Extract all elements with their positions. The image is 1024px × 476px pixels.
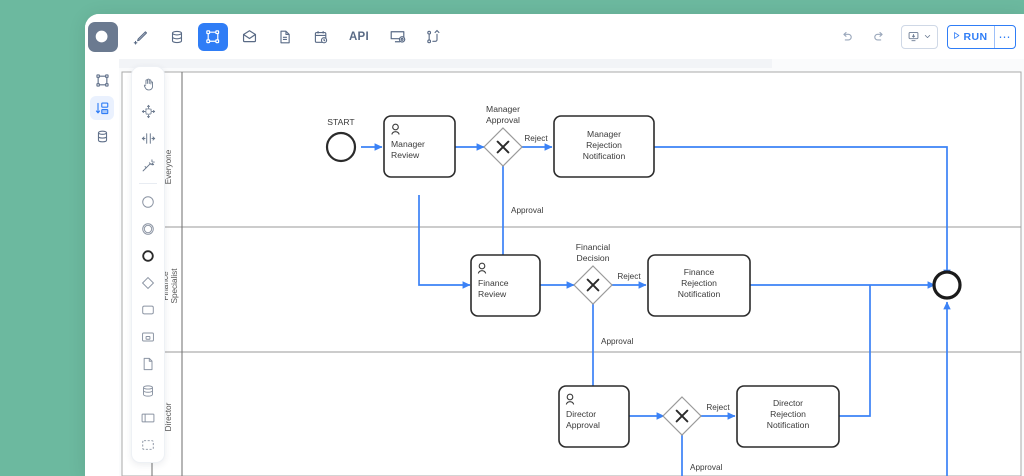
task-manager-rejection-label-2: Rejection xyxy=(586,140,622,150)
task-manager-review: Manager Review xyxy=(383,115,456,178)
start-event-shape[interactable] xyxy=(135,189,161,214)
branch-icon[interactable] xyxy=(418,23,448,51)
app-window: API xyxy=(85,14,1024,476)
task-director-rejection-notification: Director Rejection Notification xyxy=(736,385,840,448)
calendar-clock-icon[interactable] xyxy=(306,23,336,51)
task-director-approval-label-1: Director xyxy=(566,409,596,419)
chevron-down-icon xyxy=(923,28,932,46)
lane-label-director: Director xyxy=(164,402,173,431)
move-select-tool[interactable] xyxy=(135,99,161,124)
data-store-icon[interactable] xyxy=(90,124,114,148)
run-label: RUN xyxy=(963,30,988,43)
run-button[interactable]: RUN ⋯ xyxy=(946,24,1016,49)
end-event xyxy=(932,270,962,300)
gateway-manager-approval-label-1: Manager xyxy=(486,104,520,114)
start-event-label: START xyxy=(327,117,355,127)
task-finance-review-label-2: Review xyxy=(478,289,507,299)
canvas-ruler xyxy=(119,59,772,68)
run-more-button[interactable]: ⋯ xyxy=(993,25,1015,48)
lane-label-finance-2: Specialist xyxy=(170,268,179,304)
intermediate-event-shape[interactable] xyxy=(135,216,161,241)
task-director-approval-label-2: Approval xyxy=(566,420,600,430)
edge-label-finance-reject: Reject xyxy=(617,272,641,281)
task-finance-review: Finance Review xyxy=(470,254,541,317)
toolbar-actions: RUN ⋯ xyxy=(831,24,1016,49)
undo-icon[interactable] xyxy=(835,25,859,49)
subprocess-shape[interactable] xyxy=(135,324,161,349)
edge-label-finance-approval: Approval xyxy=(601,337,633,346)
gateway-shape[interactable] xyxy=(135,270,161,295)
bpmn-diagram[interactable]: Open Current Account Everyone Finance Sp… xyxy=(119,59,1024,476)
task-finance-rejection-label-3: Notification xyxy=(678,289,721,299)
task-director-rejection-label-2: Rejection xyxy=(770,409,806,419)
gateway-financial-decision: Financial Decision xyxy=(573,242,613,305)
app-logo-icon[interactable] xyxy=(88,21,118,52)
redo-icon[interactable] xyxy=(867,25,891,49)
task-manager-rejection-label-3: Notification xyxy=(583,151,626,161)
task-director-approval: Director Approval xyxy=(558,385,630,448)
gateway-manager-approval-label-2: Approval xyxy=(486,115,520,125)
gateway-manager-approval: Manager Approval xyxy=(483,104,523,167)
gateway-financial-decision-label-1: Financial xyxy=(576,242,610,252)
task-finance-rejection-label-1: Finance xyxy=(684,267,715,277)
pen-edit-icon[interactable] xyxy=(126,23,156,51)
magic-wand-tool[interactable] xyxy=(135,153,161,178)
nodes-view-icon[interactable] xyxy=(90,68,114,92)
sort-flow-icon[interactable] xyxy=(90,96,114,120)
play-icon xyxy=(952,31,961,43)
hand-pan-tool[interactable] xyxy=(135,72,161,97)
task-director-rejection-label-1: Director xyxy=(773,398,803,408)
start-event xyxy=(325,131,357,163)
task-manager-review-label-1: Manager xyxy=(391,139,425,149)
task-finance-review-label-1: Finance xyxy=(478,278,509,288)
database-icon[interactable] xyxy=(162,23,192,51)
task-shape[interactable] xyxy=(135,297,161,322)
diagram-canvas[interactable]: Open Current Account Everyone Finance Sp… xyxy=(119,59,1024,476)
edge-label-director-reject: Reject xyxy=(706,403,730,412)
edge-label-manager-reject: Reject xyxy=(524,134,548,143)
lane-label-finance: Finance xyxy=(161,271,170,301)
task-manager-rejection-label-1: Manager xyxy=(587,129,621,139)
data-object-shape[interactable] xyxy=(135,351,161,376)
data-store-shape[interactable] xyxy=(135,378,161,403)
task-finance-rejection-notification: Finance Rejection Notification xyxy=(647,254,751,317)
toolbar-tools: API xyxy=(123,22,451,51)
api-icon[interactable]: API xyxy=(348,30,370,43)
edge-label-director-approval: Approval xyxy=(690,463,722,472)
pool-shape[interactable] xyxy=(135,405,161,430)
end-event-shape[interactable] xyxy=(135,243,161,268)
left-rail xyxy=(85,59,120,476)
task-manager-rejection-notification: Manager Rejection Notification xyxy=(553,115,655,178)
lane-label-everyone: Everyone xyxy=(164,149,173,184)
gateway-director-decision xyxy=(662,396,702,436)
group-shape[interactable] xyxy=(135,432,161,457)
gateway-financial-decision-label-2: Decision xyxy=(577,253,610,263)
document-icon[interactable] xyxy=(270,23,300,51)
flow-nodes-icon[interactable] xyxy=(198,22,228,51)
deploy-button[interactable] xyxy=(900,24,938,49)
top-toolbar: API xyxy=(85,14,1024,60)
align-tool[interactable] xyxy=(135,126,161,151)
task-finance-rejection-label-2: Rejection xyxy=(681,278,717,288)
envelope-icon[interactable] xyxy=(234,23,264,51)
edge-label-manager-approval: Approval xyxy=(511,206,543,215)
task-director-rejection-label-3: Notification xyxy=(767,420,810,430)
task-manager-review-label-2: Review xyxy=(391,150,420,160)
shape-palette xyxy=(131,66,165,463)
screen-settings-icon[interactable] xyxy=(382,23,412,51)
